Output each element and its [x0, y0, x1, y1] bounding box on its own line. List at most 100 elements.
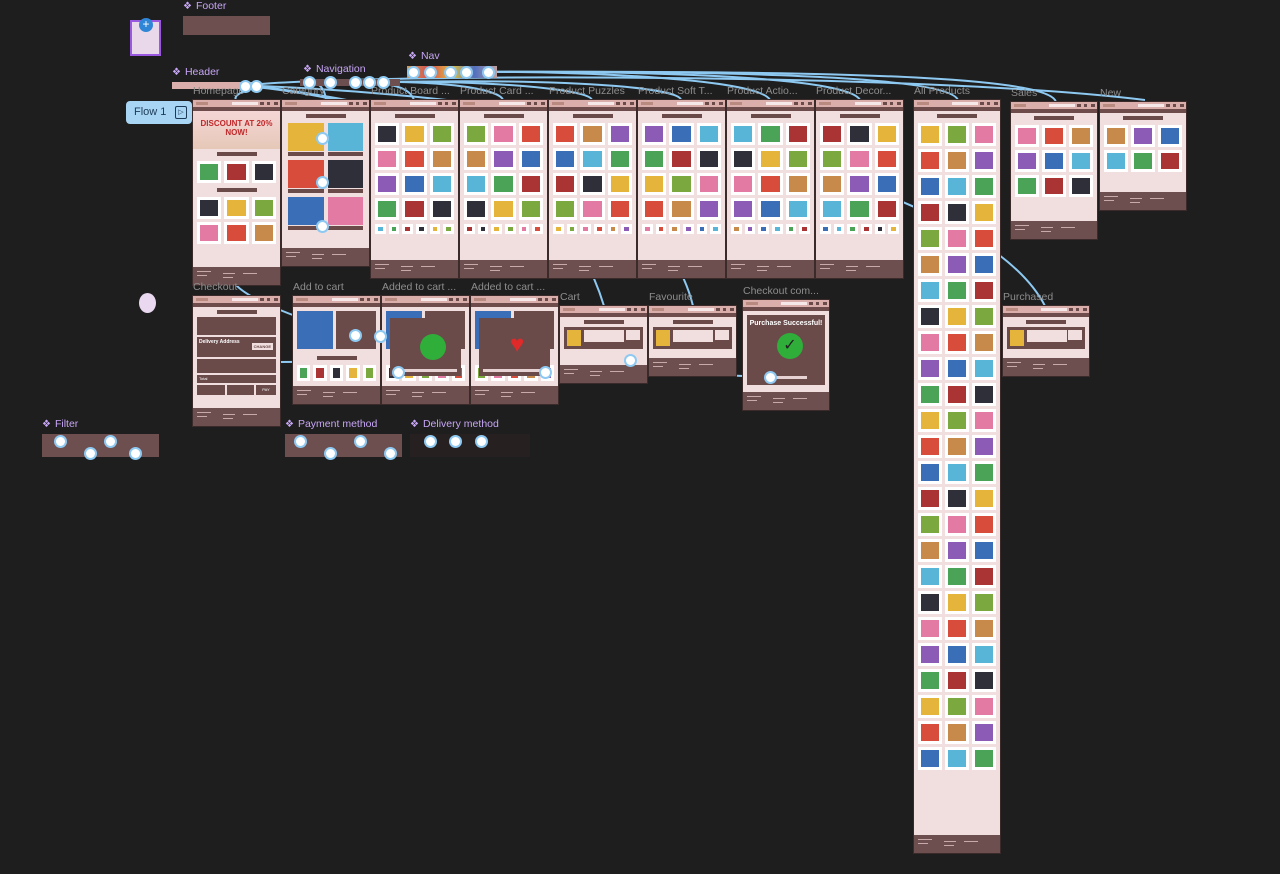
logo[interactable]	[563, 308, 575, 311]
frame-cart[interactable]	[649, 306, 736, 376]
product-thumbnail[interactable]	[1015, 175, 1039, 197]
product-thumbnail[interactable]	[580, 198, 605, 220]
product-thumbnail[interactable]	[477, 224, 489, 234]
product-thumbnail[interactable]	[945, 331, 969, 354]
header-icons[interactable]	[527, 102, 545, 105]
product-thumbnail[interactable]	[972, 227, 996, 250]
product-thumbnail[interactable]	[972, 747, 996, 770]
product-thumbnail[interactable]	[918, 201, 942, 224]
product-thumbnail[interactable]	[972, 461, 996, 484]
product-thumbnail[interactable]	[972, 201, 996, 224]
header-icons[interactable]	[1069, 308, 1087, 311]
product-thumbnail[interactable]	[696, 123, 721, 145]
frame-nav[interactable]	[638, 107, 725, 111]
product-thumbnail[interactable]	[945, 539, 969, 562]
frame-grid[interactable]	[1011, 102, 1097, 239]
product-thumbnail[interactable]	[464, 148, 489, 170]
connection-handle[interactable]	[484, 68, 493, 77]
logo[interactable]	[385, 298, 397, 301]
frame-detail[interactable]	[293, 296, 380, 404]
product-thumbnail[interactable]	[772, 224, 783, 234]
product-thumbnail[interactable]	[874, 123, 899, 145]
product-thumbnail[interactable]	[945, 409, 969, 432]
product-thumbnail[interactable]	[972, 643, 996, 666]
header-icons[interactable]	[538, 298, 556, 301]
connection-handle[interactable]	[351, 331, 360, 340]
product-thumbnail[interactable]	[607, 224, 619, 234]
product-thumbnail[interactable]	[375, 148, 400, 170]
product-thumbnail[interactable]	[362, 365, 376, 381]
connection-handle[interactable]	[318, 178, 327, 187]
product-thumbnail[interactable]	[820, 224, 831, 234]
product-thumbnail[interactable]	[945, 227, 969, 250]
product-thumbnail[interactable]	[918, 305, 942, 328]
connection-handle[interactable]	[305, 78, 314, 87]
product-thumbnail[interactable]	[491, 224, 502, 234]
product-thumbnail[interactable]	[1069, 175, 1093, 197]
product-thumbnail[interactable]	[1104, 150, 1128, 172]
logo[interactable]	[1103, 104, 1115, 107]
product-thumbnail[interactable]	[642, 123, 667, 145]
product-thumbnail[interactable]	[785, 224, 797, 234]
product-thumbnail[interactable]	[313, 365, 327, 381]
product-thumbnail[interactable]	[696, 224, 708, 234]
product-thumbnail[interactable]	[402, 173, 427, 195]
product-thumbnail[interactable]	[1015, 125, 1039, 147]
logo[interactable]	[374, 102, 386, 105]
product-thumbnail[interactable]	[972, 305, 996, 328]
continue-button[interactable]	[773, 376, 807, 379]
change-button[interactable]: CHANGE	[251, 343, 273, 350]
connection-handle[interactable]	[626, 356, 635, 365]
product-thumbnail[interactable]	[1042, 150, 1066, 172]
product-thumbnail[interactable]	[580, 224, 591, 234]
product-thumbnail[interactable]	[945, 565, 969, 588]
product-thumbnail[interactable]	[224, 222, 249, 244]
product-thumbnail[interactable]	[251, 222, 276, 244]
connection-handle[interactable]	[241, 82, 250, 91]
product-thumbnail[interactable]	[429, 224, 441, 234]
connection-handle[interactable]	[394, 368, 403, 377]
product-thumbnail[interactable]	[580, 123, 605, 145]
product-thumbnail[interactable]	[696, 198, 721, 220]
product-thumbnail[interactable]	[972, 617, 996, 640]
product-thumbnail[interactable]	[402, 148, 427, 170]
product-thumbnail[interactable]	[918, 227, 942, 250]
frame-grid[interactable]	[816, 100, 903, 278]
search-bar[interactable]	[332, 298, 358, 301]
logo[interactable]	[641, 102, 653, 105]
product-thumbnail[interactable]	[945, 175, 969, 198]
search-bar[interactable]	[781, 302, 807, 305]
product-thumbnail[interactable]	[820, 173, 845, 195]
logo[interactable]	[746, 302, 758, 305]
frame-nav[interactable]	[382, 303, 469, 307]
product-thumbnail[interactable]	[669, 198, 694, 220]
connection-handle[interactable]	[409, 68, 418, 77]
logo[interactable]	[296, 298, 308, 301]
product-thumbnail[interactable]	[491, 173, 516, 195]
product-thumbnail[interactable]	[1131, 150, 1155, 172]
connection-handle[interactable]	[376, 332, 385, 341]
header-icons[interactable]	[980, 102, 998, 105]
product-thumbnail[interactable]	[918, 175, 942, 198]
search-bar[interactable]	[599, 308, 625, 311]
product-thumbnail[interactable]	[566, 224, 578, 234]
logo[interactable]	[463, 102, 475, 105]
modal-button[interactable]	[394, 369, 428, 372]
product-thumbnail[interactable]	[820, 198, 845, 220]
connection-handle[interactable]	[446, 68, 455, 77]
product-thumbnail[interactable]	[1015, 150, 1039, 172]
discount-banner[interactable]: DISCOUNT AT 20% NOW!	[193, 111, 280, 149]
header-icons[interactable]	[349, 102, 367, 105]
cart-item-row[interactable]	[1007, 327, 1085, 349]
product-thumbnail[interactable]	[621, 224, 632, 234]
product-thumbnail[interactable]	[972, 279, 996, 302]
product-thumbnail[interactable]	[464, 123, 489, 145]
product-thumbnail[interactable]	[918, 383, 942, 406]
logo[interactable]	[474, 298, 486, 301]
logo[interactable]	[1006, 308, 1018, 311]
product-thumbnail[interactable]	[443, 224, 454, 234]
product-thumbnail[interactable]	[731, 148, 756, 170]
connection-handle[interactable]	[296, 437, 305, 446]
product-thumbnail[interactable]	[329, 365, 344, 381]
header-icons[interactable]	[449, 298, 467, 301]
